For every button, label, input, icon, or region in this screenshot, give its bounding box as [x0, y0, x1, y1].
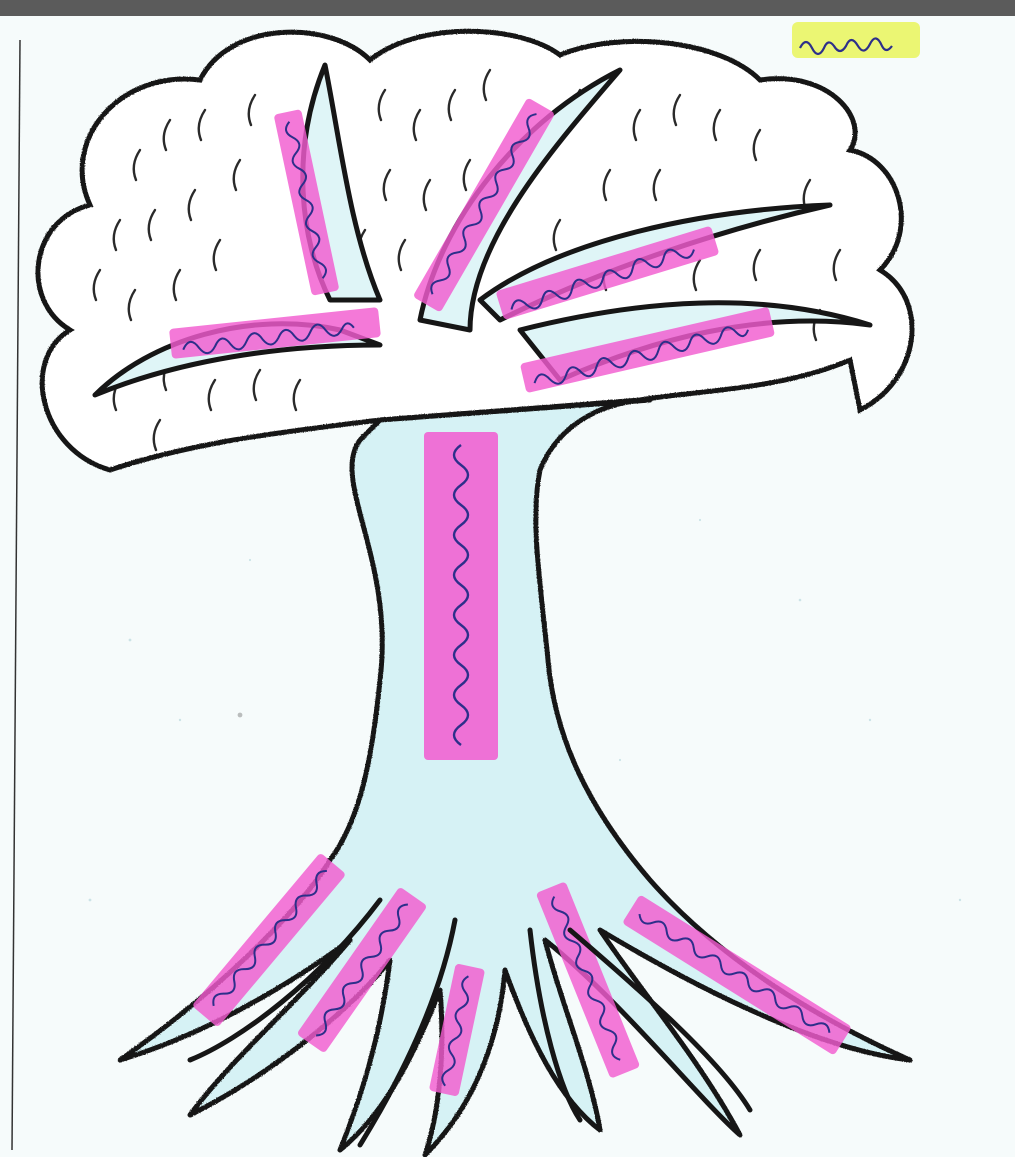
label-trunk	[424, 432, 498, 760]
top-shadow	[0, 0, 1015, 16]
corner-tag	[792, 22, 920, 58]
